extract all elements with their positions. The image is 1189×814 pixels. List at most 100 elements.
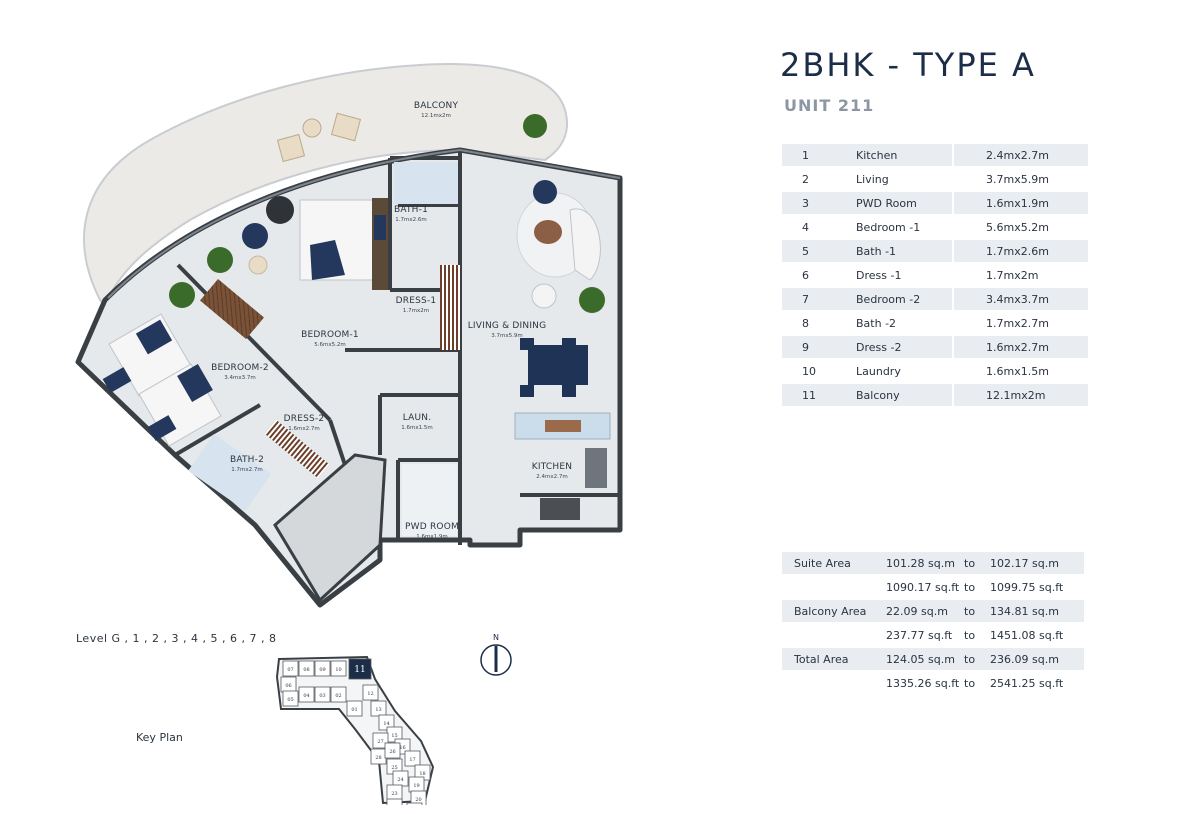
- room-dimension: 1.7mx2m: [954, 264, 1088, 286]
- dim-laundry: 1.6mx1.5m: [401, 425, 432, 431]
- label-balcony: BALCONY: [414, 101, 459, 111]
- key-plan-unit-number: 15: [391, 733, 397, 739]
- key-plan-cell: [410, 790, 427, 805]
- cell-divider: [952, 264, 954, 286]
- north-arrow-icon: N: [480, 633, 512, 676]
- key-plan-unit: 13: [370, 700, 387, 717]
- cell-divider: [952, 168, 954, 190]
- room-number: 2: [782, 168, 852, 190]
- key-plan-unit: 17: [404, 750, 421, 767]
- area-label: [782, 624, 886, 646]
- key-plan-cell: [330, 660, 347, 677]
- balcony-table: [302, 118, 322, 138]
- key-plan-unit: 25: [386, 758, 403, 775]
- key-plan-unit-number: 23: [391, 791, 397, 797]
- label-pwd: PWD ROOM: [405, 522, 459, 532]
- dim-dress2: 1.6mx2.7m: [288, 426, 319, 432]
- room-number: 8: [782, 312, 852, 334]
- key-plan-unit: 15: [386, 726, 403, 743]
- room-number: 3: [782, 192, 852, 214]
- area-label: Balcony Area: [782, 600, 886, 622]
- key-plan-unit-number: 18: [419, 771, 425, 777]
- key-plan-cell: [378, 714, 395, 731]
- dim-bedroom1: 5.6mx5.2m: [314, 342, 345, 348]
- key-plan-unit-highlighted: 11: [348, 658, 372, 680]
- key-plan-unit-number: 05: [287, 697, 293, 703]
- room-dimension: 2.4mx2.7m: [954, 144, 1088, 166]
- key-plan-unit: 01: [346, 700, 363, 717]
- key-plan-unit-number: 06: [285, 683, 291, 689]
- label-kitchen: KITCHEN: [532, 462, 572, 472]
- key-plan-cell: [314, 686, 331, 703]
- label-living: LIVING & DINING: [468, 321, 547, 331]
- key-plan-cell: [406, 802, 423, 805]
- key-plan-unit: 04: [298, 686, 315, 703]
- area-to: to: [964, 628, 976, 642]
- cell-divider: [952, 288, 954, 310]
- key-plan-unit: 12: [362, 684, 379, 701]
- room-number: 5: [782, 240, 852, 262]
- room-name: Dress -1: [852, 264, 952, 286]
- key-plan-unit: 14: [378, 714, 395, 731]
- bath2-floor: [188, 433, 272, 511]
- area-min: 237.77 sq.ft: [886, 628, 953, 642]
- bedroom1-round-table: [266, 196, 294, 224]
- key-plan-unit-number: 02: [335, 693, 341, 699]
- key-plan-unit: 10: [330, 660, 347, 677]
- area-max: 102.17 sq.m: [990, 552, 1084, 574]
- room-name: Laundry: [852, 360, 952, 382]
- bed-2: [102, 313, 222, 447]
- key-plan-cell: [282, 660, 299, 677]
- area-max: 1099.75 sq.ft: [990, 580, 1064, 594]
- key-plan-unit: 23: [386, 784, 403, 801]
- area-max: 1451.08 sq.ft: [990, 628, 1064, 642]
- key-plan-cell: [362, 684, 379, 701]
- key-plan-cell: [372, 732, 389, 749]
- key-plan-cell: [282, 690, 299, 707]
- desk-bedroom1: [200, 278, 264, 340]
- dim-kitchen: 2.4mx2.7m: [536, 474, 567, 480]
- room-name: Balcony: [852, 384, 952, 406]
- room-dimension: 1.7mx2.6m: [954, 240, 1088, 262]
- north-label: N: [493, 633, 499, 642]
- key-plan-unit-number: 16: [399, 745, 405, 751]
- room-name: Bedroom -2: [852, 288, 952, 310]
- cell-divider: [952, 240, 954, 262]
- dim-bath1: 1.7mx2.6m: [395, 217, 426, 223]
- bath1-floor: [394, 162, 458, 204]
- dim-balcony: 12.1mx2m: [421, 113, 451, 119]
- room-number: 6: [782, 264, 852, 286]
- key-plan-cell: [386, 798, 403, 805]
- key-plan-unit: 07: [282, 660, 299, 677]
- dress1-rack: [440, 265, 460, 350]
- cell-divider: [952, 360, 954, 382]
- label-dress2: DRESS-2: [284, 414, 325, 424]
- label-dress1: DRESS-1: [396, 296, 437, 306]
- core-shaft: [273, 453, 387, 603]
- living-furniture: [514, 180, 611, 520]
- area-min: 101.28 sq.m: [886, 552, 964, 574]
- cell-divider: [952, 216, 954, 238]
- key-plan-unit: 26: [384, 742, 401, 759]
- room-dimension: 12.1mx2m: [954, 384, 1088, 406]
- room-number: 9: [782, 336, 852, 358]
- key-plan-unit-number: 17: [409, 757, 415, 763]
- key-plan-cell: [314, 660, 331, 677]
- label-bath1: BATH-1: [394, 205, 428, 215]
- bedroom1-side-table: [248, 255, 268, 275]
- area-row: 237.77 sq.ft to 1451.08 sq.ft: [782, 624, 1084, 646]
- key-plan-unit: 20: [410, 790, 427, 805]
- area-max: 134.81 sq.m: [990, 600, 1084, 622]
- key-plan-unit-number: 11: [354, 665, 365, 675]
- area-to: to: [964, 552, 990, 574]
